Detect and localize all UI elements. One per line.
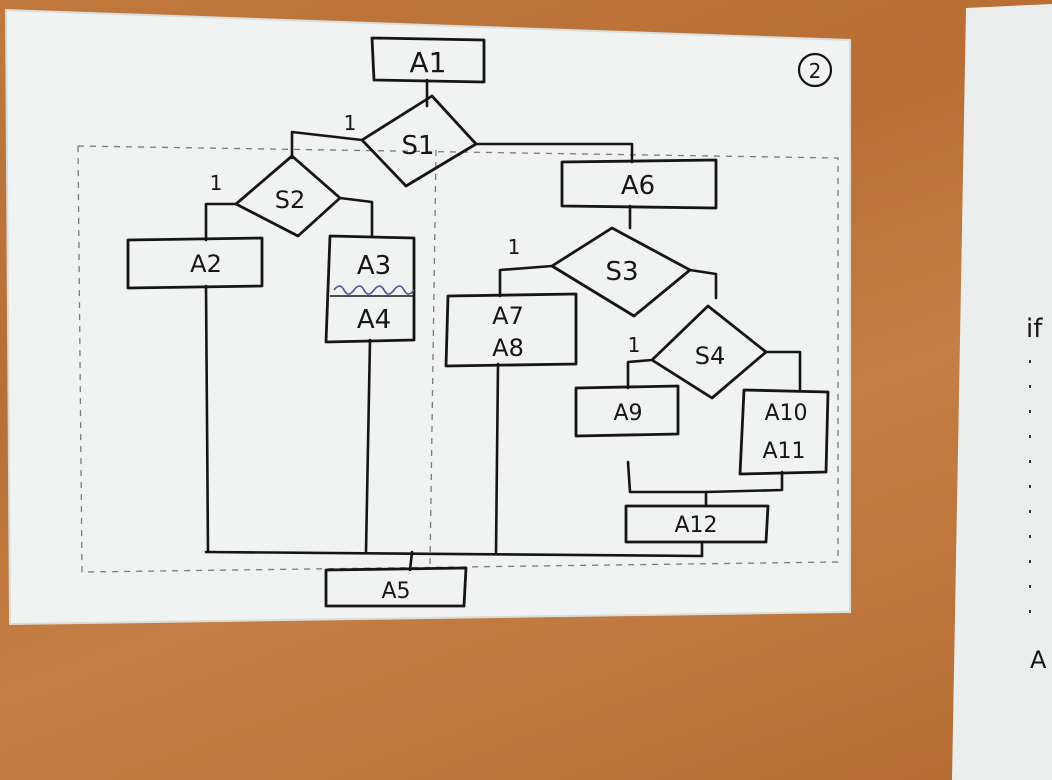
flowchart-paper: [4, 8, 851, 626]
label-s2: S2: [275, 186, 306, 214]
sheet-number-badge: 2: [797, 52, 833, 88]
label-a4: A4: [357, 305, 391, 335]
right-sheet-bottom-text: A: [1030, 646, 1047, 674]
label-s3: S3: [605, 257, 638, 287]
right-paper-sheet: if A: [952, 4, 1052, 780]
action-box-a3-a4: [324, 234, 416, 344]
action-box-a12: [624, 504, 770, 544]
action-box-a9: [574, 384, 680, 438]
label-a3: A3: [357, 251, 391, 281]
action-box-a6: [560, 158, 718, 210]
action-box-a1: [370, 36, 486, 84]
label-a9: A9: [613, 401, 642, 426]
decision-diamond-s4: [650, 304, 768, 400]
branch-label-s1: 1: [344, 111, 357, 135]
dashed-group-outlines: [77, 145, 839, 573]
label-a10: A10: [764, 401, 807, 426]
label-a11: A11: [762, 439, 805, 464]
decision-diamond-s3: [550, 226, 692, 318]
label-s4: S4: [695, 342, 726, 370]
decision-diamond-s2: [234, 154, 342, 238]
decision-diamond-s1: [360, 94, 478, 188]
label-s1: S1: [401, 131, 434, 161]
sheet-number-circle: [797, 52, 833, 88]
sheet-number-text: 2: [809, 59, 822, 83]
branch-label-s2: 1: [210, 171, 223, 195]
a3-a4-divider-scribble: [333, 285, 415, 295]
right-sheet-top-text: if: [1026, 314, 1043, 344]
label-a1: A1: [410, 46, 447, 79]
flow-connectors: [204, 78, 802, 572]
branch-label-s4: 1: [628, 333, 641, 357]
label-a5: A5: [381, 579, 410, 604]
action-box-a2: [126, 236, 264, 290]
branch-label-s3: 1: [508, 235, 521, 259]
action-box-a5: [324, 566, 468, 608]
action-box-a7-a8: [444, 292, 578, 368]
label-a8: A8: [492, 334, 524, 362]
label-a2: A2: [190, 250, 222, 278]
label-a6: A6: [621, 171, 655, 201]
label-a12: A12: [674, 513, 717, 538]
label-a7: A7: [492, 302, 524, 330]
action-box-a10-a11: [738, 388, 830, 476]
